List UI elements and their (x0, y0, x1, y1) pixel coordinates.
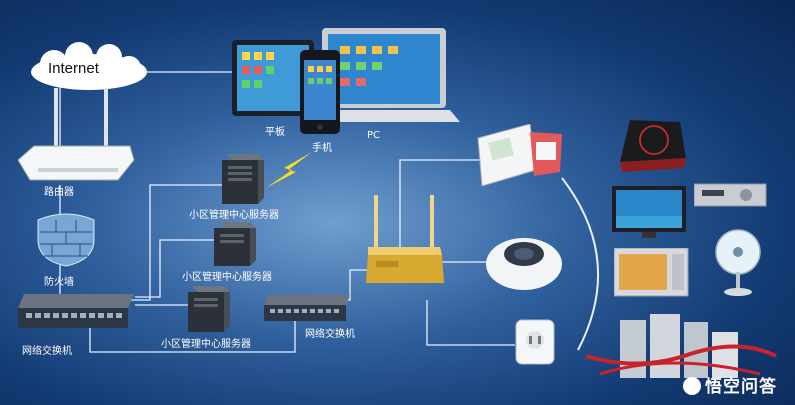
home-appliances-icon (585, 314, 777, 378)
tv-icon (612, 186, 686, 238)
server-bottom-icon (188, 286, 230, 332)
server-mid-icon (214, 222, 256, 266)
switch-right-icon (264, 295, 350, 321)
smart-panel-icon (477, 124, 562, 187)
wifi-router-icon (18, 88, 135, 181)
switch-left-icon (18, 294, 134, 328)
internet-label: Internet (48, 60, 99, 77)
laptop-icon (318, 28, 460, 122)
server-mid-label: 小区管理中心服务器 (182, 272, 272, 283)
audio-receiver-icon (694, 183, 767, 207)
induction-cooker-icon (620, 120, 686, 172)
cloud-icon (31, 42, 147, 90)
wireless-signal-icon (266, 152, 312, 188)
microwave-icon (614, 248, 689, 297)
phone-icon (300, 50, 340, 134)
smart-plug-icon (515, 319, 555, 365)
tablet-label: 平板 (265, 127, 285, 138)
firewall-label: 防火墙 (44, 277, 74, 288)
switch-left-label: 网络交换机 (22, 346, 72, 357)
watermark-text: 悟空问答 (705, 377, 777, 397)
server-top-label: 小区管理中心服务器 (189, 210, 279, 221)
pc-label: PC (367, 130, 381, 141)
switch-right-label: 网络交换机 (305, 329, 355, 340)
server-top-icon (222, 154, 264, 204)
watermark: 悟空问答 (683, 372, 777, 397)
sensor-hub-icon (486, 238, 562, 290)
phone-label: 手机 (312, 143, 332, 154)
electric-fan-icon (715, 229, 761, 296)
tablet-icon (232, 40, 314, 116)
router-label: 路由器 (44, 187, 74, 198)
firewall-icon (37, 213, 95, 267)
server-bottom-label: 小区管理中心服务器 (161, 339, 251, 350)
smart-gateway-icon (366, 195, 444, 283)
watermark-logo-icon (683, 377, 701, 395)
